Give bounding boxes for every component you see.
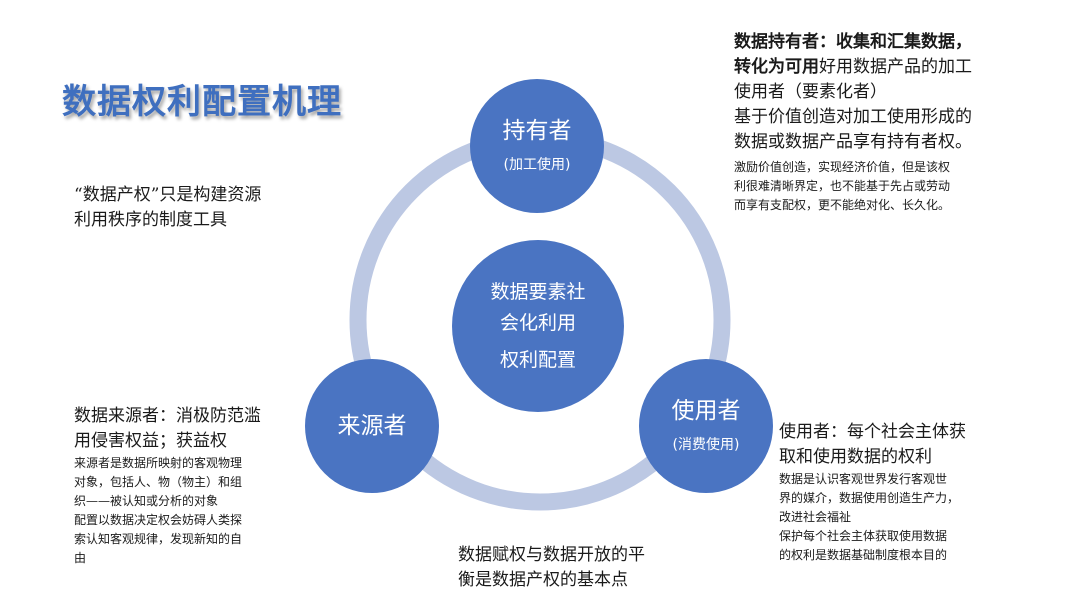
- source-note-small-line: 织——被认知或分析的对象: [74, 494, 219, 508]
- holder-note-small-line: 利很难清晰界定，也不能基于先占或劳动: [734, 179, 951, 193]
- source-note-small-line: 对象，包括人、物（物主）和组: [74, 475, 243, 489]
- holder-note-line: 数据或数据产品享有持有者权。: [734, 132, 972, 152]
- user-sub-label: (消费使用): [672, 437, 740, 453]
- user-note: 使用者：每个社会主体获 取和使用数据的权利 数据是认识客观世界发行客观世 界的媒…: [779, 420, 1039, 565]
- source-note-line: 用侵害权益；获益权: [74, 431, 227, 451]
- user-note-line: 使用者：每个社会主体获: [779, 422, 966, 442]
- center-node: 数据要素社 会化利用 权利配置: [452, 240, 624, 412]
- bottom-note-line: 衡是数据产权的基本点: [458, 570, 628, 590]
- holder-note-small-line: 而享有支配权，更不能绝对化、长久化。: [734, 198, 951, 212]
- user-note-small-line: 数据是认识客观世界发行客观世: [779, 472, 948, 486]
- source-note-small-line: 来源者是数据所映射的客观物理: [74, 456, 243, 470]
- user-note-small-line: 的权利是数据基础制度根本目的: [779, 548, 948, 562]
- left-note: “数据产权”只是构建资源 利用秩序的制度工具: [74, 183, 261, 233]
- bottom-note-line: 数据赋权与数据开放的平: [458, 545, 645, 565]
- holder-node: 持有者 (加工使用): [470, 79, 604, 213]
- holder-note-line: 基于价值创造对加工使用形成的: [734, 107, 972, 127]
- user-note-small-line: 改进社会福祉: [779, 510, 852, 524]
- user-label: 使用者: [671, 398, 741, 424]
- holder-label: 持有者: [502, 118, 572, 144]
- holder-note-line: 使用者（要素化者）: [734, 82, 887, 102]
- source-node: 来源者: [305, 359, 439, 493]
- source-note-small-line: 由: [74, 551, 87, 565]
- source-note: 数据来源者：消极防范滥 用侵害权益；获益权 来源者是数据所映射的客观物理 对象，…: [74, 404, 314, 568]
- holder-note-bold-line: 转化为可用: [734, 57, 819, 77]
- page-title: 数据权利配置机理: [62, 82, 342, 122]
- holder-note: 数据持有者：收集和汇集数据， 转化为可用好用数据产品的加工 使用者（要素化者） …: [734, 30, 1074, 215]
- holder-note-small: 激励价值创造，实现经济价值，但是该权 利很难清晰界定，也不能基于先占或劳动 而享…: [734, 158, 1074, 215]
- source-label: 来源者: [337, 413, 407, 439]
- source-note-small-line: 配置以数据决定权会妨碍人类探: [74, 513, 243, 527]
- user-note-line: 取和使用数据的权利: [779, 447, 932, 467]
- source-note-small-line: 索认知客观规律，发现新知的自: [74, 532, 243, 546]
- left-note-line: “数据产权”只是构建资源: [74, 185, 262, 205]
- holder-note-line: 好用数据产品的加工: [819, 57, 972, 77]
- center-line: 权利配置: [499, 348, 576, 371]
- user-note-small-line: 保护每个社会主体获取使用数据: [779, 529, 948, 543]
- bottom-note: 数据赋权与数据开放的平 衡是数据产权的基本点: [458, 543, 645, 593]
- user-node: 使用者 (消费使用): [639, 359, 773, 493]
- holder-sub-label: (加工使用): [503, 157, 571, 173]
- center-line: 会化利用: [499, 311, 576, 334]
- source-note-line: 数据来源者：消极防范滥: [74, 406, 261, 426]
- user-note-small-line: 界的媒介，数据使用创造生产力，: [779, 491, 960, 505]
- left-note-line: 利用秩序的制度工具: [74, 210, 227, 230]
- center-line: 数据要素社: [490, 280, 586, 303]
- holder-note-bold-line: 数据持有者：收集和汇集数据，: [734, 32, 972, 52]
- holder-note-small-line: 激励价值创造，实现经济价值，但是该权: [734, 160, 951, 174]
